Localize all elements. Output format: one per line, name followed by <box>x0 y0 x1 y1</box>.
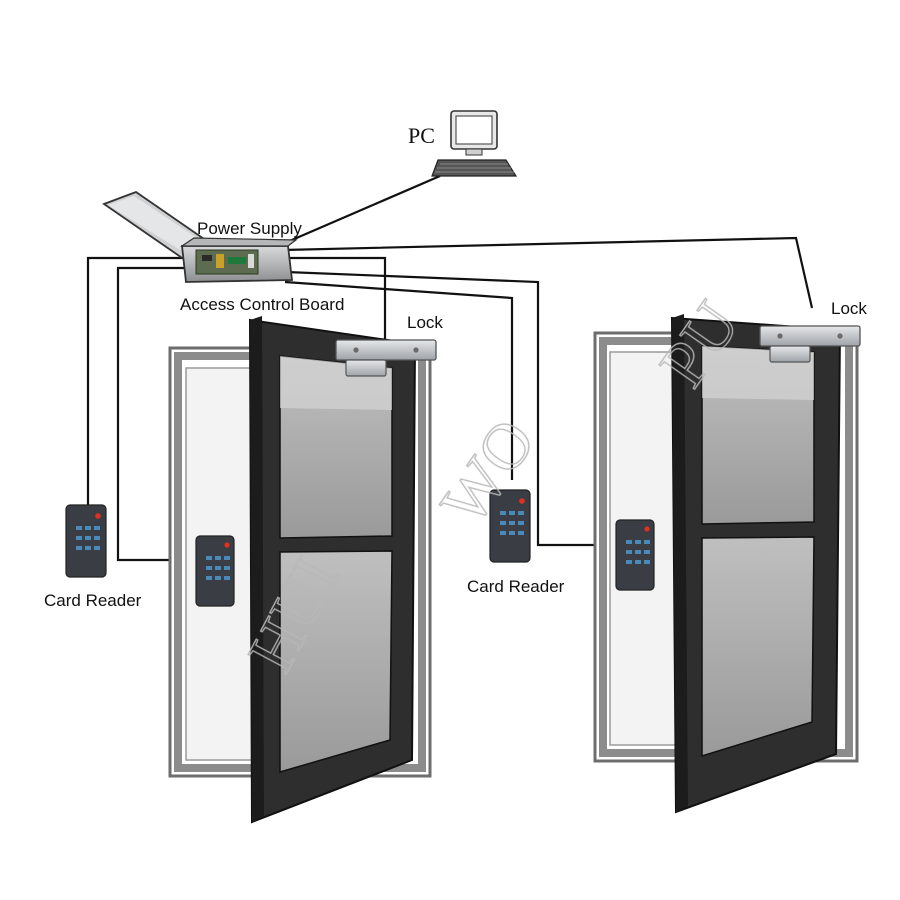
left-door-glass-bottom <box>279 550 393 773</box>
lock-right-label: Lock <box>831 299 867 318</box>
pc-screen <box>455 115 493 145</box>
pc-computer: PC <box>408 110 518 177</box>
wire-reader-right <box>285 270 596 547</box>
control-box: Power Supply Access Control Board <box>102 190 344 314</box>
lock-left-label: Lock <box>407 313 443 332</box>
watermark-wo: WO <box>427 406 550 538</box>
wire-reader-middle <box>284 280 514 480</box>
right-lock <box>759 325 861 363</box>
wiring <box>86 174 814 562</box>
pc-label: PC <box>408 123 435 148</box>
right-door-glass-bottom <box>701 536 815 758</box>
wire-lock-left <box>282 256 387 340</box>
access-control-board-label: Access Control Board <box>180 295 344 314</box>
control-board <box>195 249 259 275</box>
wire-reader-left-inner <box>116 266 193 562</box>
power-supply-label: Power Supply <box>197 219 302 238</box>
right-door-reader <box>615 519 655 591</box>
left-door-assembly: Lock <box>168 313 443 824</box>
wire-pc <box>277 174 441 248</box>
card-reader-left <box>65 504 107 578</box>
card-reader-left-label: Card Reader <box>44 591 142 610</box>
card-reader-middle-label: Card Reader <box>467 577 565 596</box>
wire-lock-right <box>282 236 814 309</box>
left-door-reader <box>195 535 235 607</box>
wire-reader-left-outer <box>86 256 190 505</box>
card-reader-middle <box>489 489 531 563</box>
left-lock <box>335 339 437 377</box>
right-door-assembly: Lock <box>593 299 867 814</box>
